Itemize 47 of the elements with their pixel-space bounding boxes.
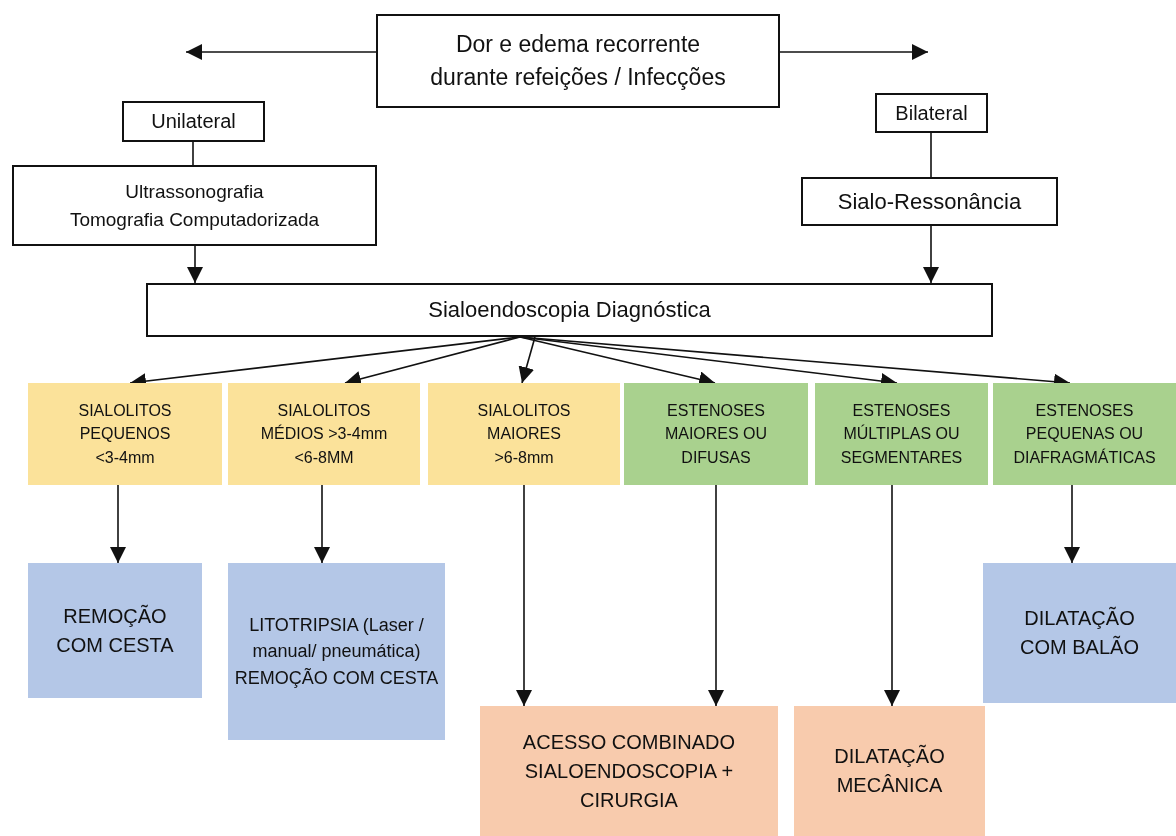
box-text: ACESSO COMBINADO SIALOENDOSCOPIA + CIRURGIA [521,729,737,813]
arrow [884,484,900,707]
box-text: Sialo-Ressonância [837,187,1022,216]
arrow [314,484,330,564]
process-box [122,101,265,142]
process-box [146,283,993,337]
arrow [779,44,929,60]
process-box [801,177,1058,226]
arrow [1064,484,1080,564]
arrow [185,44,377,60]
process-box [28,383,222,485]
box-text: Unilateral [151,109,236,134]
process-box [28,563,202,698]
process-box [228,563,445,740]
box-text: SIALOLITOS MAIORES >6-8mm [476,401,572,468]
box-text: Tomografia Computadorizada [69,207,320,232]
process-box [12,165,377,246]
process-box [794,706,985,836]
connector-line [192,141,194,166]
box-text: DILATAÇÃO MECÂNICA [833,743,946,798]
box-text: DILATAÇÃO COM BALÃO [1019,605,1140,660]
process-box [815,383,988,485]
box-text: Dor e edema recorrente durante refeições / Infecções [429,29,727,92]
process-box [624,383,808,485]
box-text: ESTENOSES PEQUENAS OU DIAFRAGMÁTICAS [1012,401,1157,468]
process-box [875,93,988,133]
arrow [187,245,203,284]
box-text: Bilateral [895,100,968,126]
box-text: Sialoendoscopia Diagnóstica [428,296,711,325]
process-box [983,563,1176,703]
arrow [516,484,532,707]
process-box [480,706,778,836]
process-box [993,383,1176,485]
process-box [376,14,780,108]
arrow [110,484,126,564]
box-text: ESTENOSES MAIORES OU DIFUSAS [663,401,769,468]
box-text: LITOTRIPSIA (Laser / manual/ pneumática) REMOÇÃO COM CESTA [234,614,439,690]
box-text: REMOÇÃO COM CESTA [55,603,175,658]
process-box [428,383,620,485]
box-text: SIALOLITOS PEQUENOS <3-4mm [77,401,173,468]
connector-line [930,132,932,178]
process-box [228,383,420,485]
arrow [708,484,724,707]
box-text: Ultrassonografia [125,179,264,204]
box-text: SIALOLITOS MÉDIOS >3-4mm <6-8MM [259,401,389,468]
box-text: ESTENOSES MÚLTIPLAS OU SEGMENTARES [839,401,964,468]
arrow [923,225,939,284]
